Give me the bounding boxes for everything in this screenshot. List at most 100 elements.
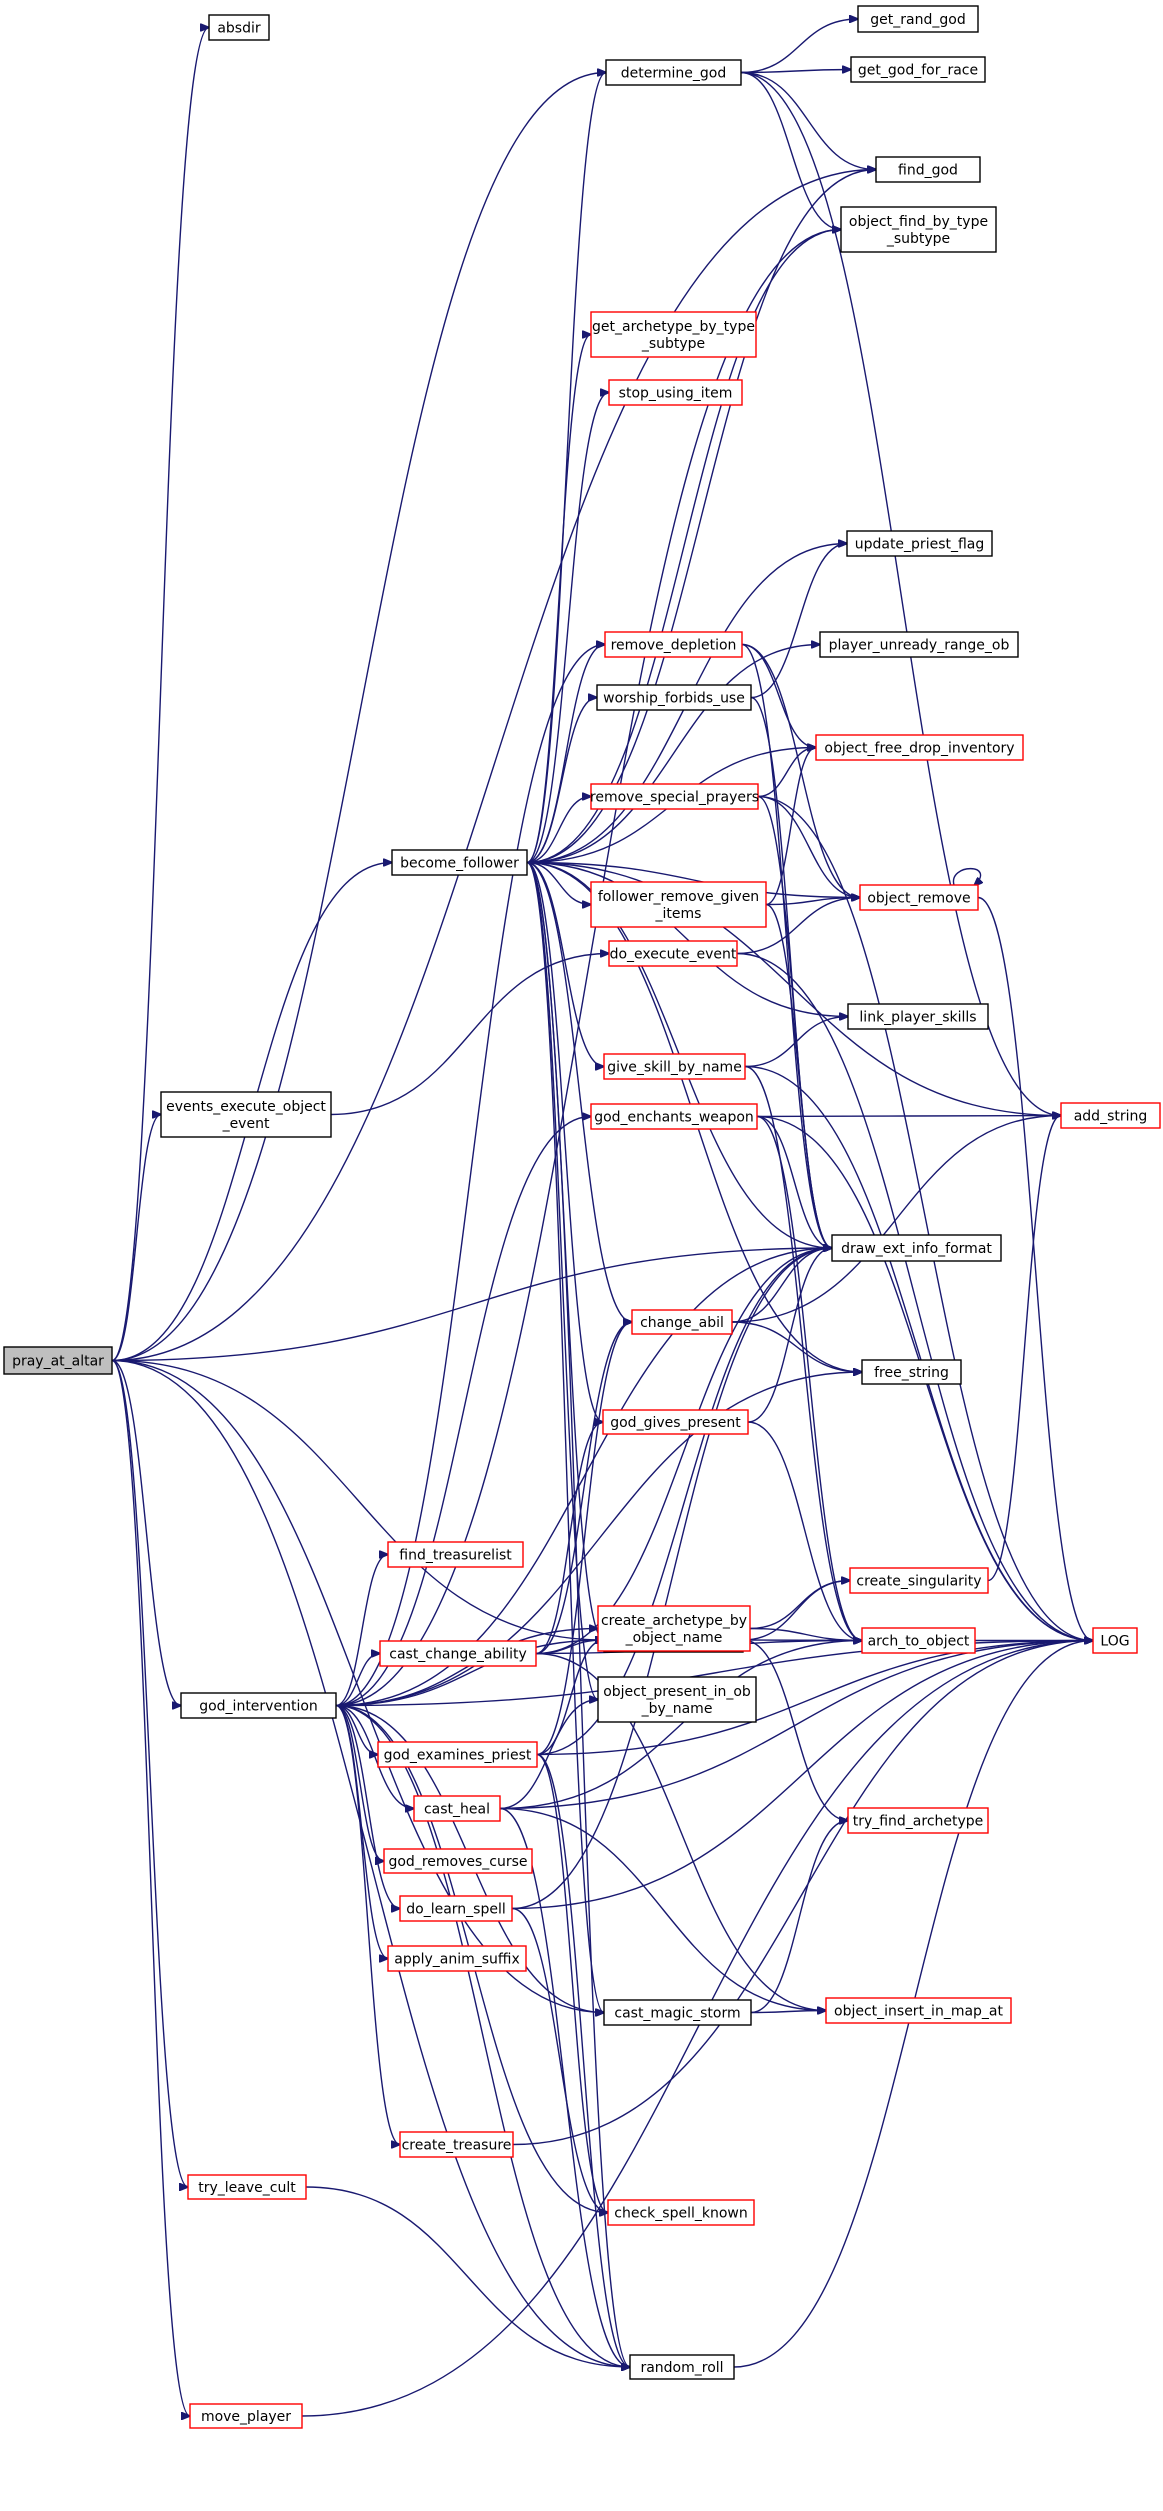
node-worship-forbids-use[interactable]: worship_forbids_use xyxy=(596,684,752,711)
node-label: update_priest_flag xyxy=(855,537,985,553)
node-box xyxy=(590,1103,758,1130)
node-determine-god[interactable]: determine_god xyxy=(605,59,742,86)
node-label: _by_name xyxy=(641,1701,713,1717)
node-random-roll[interactable]: random_roll xyxy=(629,2354,735,2380)
node-box xyxy=(189,2403,303,2429)
node-box xyxy=(847,1807,989,1834)
node-find-treasurelist[interactable]: find_treasurelist xyxy=(387,1541,524,1568)
node-link-player-skills[interactable]: link_player_skills xyxy=(847,1003,989,1030)
node-try-leave-cult[interactable]: try_leave_cult xyxy=(187,2174,307,2200)
edge-cast_change_ability-to-draw_ext_info_format xyxy=(535,1248,832,1655)
node-change-abil[interactable]: change_abil xyxy=(631,1309,733,1335)
node-free-string[interactable]: free_string xyxy=(861,1359,962,1385)
node-label: _subtype xyxy=(641,336,705,352)
edge-remove_special_prayers-to-LOG xyxy=(757,795,1093,1641)
node-pray-at-altar[interactable]: pray_at_altar xyxy=(3,1346,113,1375)
node-get-god-for-race[interactable]: get_god_for_race xyxy=(850,56,986,83)
node-god-removes-curse[interactable]: god_removes_curse xyxy=(383,1848,533,1874)
edge-become_follower-to-remove_special_prayers xyxy=(526,797,591,864)
edge-become_follower-to-cast_magic_storm xyxy=(526,861,604,2013)
edge-try_leave_cult-to-random_roll xyxy=(305,2186,630,2367)
node-object-insert-in-map-at[interactable]: object_insert_in_map_at xyxy=(825,1997,1012,2024)
edge-become_follower-to-object_find_by_type_subtype xyxy=(526,230,841,864)
node-add-string[interactable]: add_string xyxy=(1060,1102,1161,1129)
node-find-god[interactable]: find_god xyxy=(875,156,981,183)
node-label: give_skill_by_name xyxy=(607,1060,742,1076)
node-player-unready-range-ob[interactable]: player_unready_range_ob xyxy=(819,631,1019,658)
node-god-examines-priest[interactable]: god_examines_priest xyxy=(377,1741,538,1768)
node-label: stop_using_item xyxy=(619,386,733,402)
node-arch-to-object[interactable]: arch_to_object xyxy=(861,1627,976,1654)
node-LOG[interactable]: LOG xyxy=(1092,1627,1138,1654)
edge-cast_change_ability-to-god_gives_present xyxy=(535,1422,603,1655)
node-object-present-in-ob-by-name[interactable]: object_present_in_ob_by_name xyxy=(597,1676,757,1723)
edge-determine_god-to-object_find_by_type_subtype xyxy=(740,71,841,230)
edge-determine_god-to-get_rand_god xyxy=(740,19,858,74)
edge-determine_god-to-get_god_for_race xyxy=(740,70,851,73)
edge-become_follower-to-god_gives_present xyxy=(526,861,603,1423)
edge-become_follower-to-object_present_in_ob_by_name xyxy=(526,861,598,1700)
node-box xyxy=(413,1795,501,1822)
node-apply-anim-suffix[interactable]: apply_anim_suffix xyxy=(387,1945,527,1972)
edge-god_enchants_weapon-to-draw_ext_info_format xyxy=(756,1115,832,1249)
node-events-execute-object-event[interactable]: events_execute_object_event xyxy=(160,1091,332,1138)
node-label: object_remove xyxy=(867,891,970,907)
edge-god_examines_priest-to-LOG xyxy=(536,1641,1093,1756)
edge-pray_at_altar-to-move_player xyxy=(111,1359,190,2417)
node-object-free-drop-inventory[interactable]: object_free_drop_inventory xyxy=(815,734,1024,761)
node-stop-using-item[interactable]: stop_using_item xyxy=(608,379,743,406)
node-absdir[interactable]: absdir xyxy=(208,14,270,41)
node-remove-depletion[interactable]: remove_depletion xyxy=(604,631,743,658)
node-god-enchants-weapon[interactable]: god_enchants_weapon xyxy=(590,1103,758,1130)
node-label: create_treasure xyxy=(402,2138,512,2154)
node-get-rand-god[interactable]: get_rand_god xyxy=(857,5,979,33)
node-label: god_intervention xyxy=(199,1699,318,1715)
edge-cast_magic_storm-to-try_find_archetype xyxy=(750,1821,848,2014)
node-cast-magic-storm[interactable]: cast_magic_storm xyxy=(603,1999,752,2026)
node-label: _items xyxy=(655,906,702,922)
node-god-gives-present[interactable]: god_gives_present xyxy=(602,1409,749,1435)
node-label: draw_ext_info_format xyxy=(841,1241,992,1257)
node-follower-remove-given-items[interactable]: follower_remove_given_items xyxy=(590,881,767,928)
node-object-remove[interactable]: object_remove xyxy=(859,884,979,911)
edge-give_skill_by_name-to-LOG xyxy=(744,1065,1093,1641)
node-do-execute-event[interactable]: do_execute_event xyxy=(608,940,738,967)
edge-god_intervention-to-cast_heal xyxy=(335,1704,414,1809)
node-label: move_player xyxy=(201,2409,291,2425)
node-draw-ext-info-format[interactable]: draw_ext_info_format xyxy=(831,1234,1002,1262)
node-object-find-by-type-subtype[interactable]: object_find_by_type_subtype xyxy=(840,206,997,253)
node-remove-special-prayers[interactable]: remove_special_prayers xyxy=(590,783,759,810)
node-create-treasure[interactable]: create_treasure xyxy=(399,2131,514,2158)
node-give-skill-by-name[interactable]: give_skill_by_name xyxy=(603,1053,746,1080)
node-label: _object_name xyxy=(625,1630,723,1646)
node-label: remove_depletion xyxy=(611,638,737,654)
node-get-archetype-by-type-subtype[interactable]: get_archetype_by_type_subtype xyxy=(590,311,757,358)
node-check-spell-known[interactable]: check_spell_known xyxy=(607,2199,755,2226)
node-become-follower[interactable]: become_follower xyxy=(391,849,528,876)
edge-god_gives_present-to-draw_ext_info_format xyxy=(747,1248,832,1423)
node-cast-heal[interactable]: cast_heal xyxy=(413,1795,501,1822)
node-do-learn-spell[interactable]: do_learn_spell xyxy=(399,1895,513,1922)
node-label: get_archetype_by_type xyxy=(592,319,755,335)
node-create-archetype-by-object-name[interactable]: create_archetype_by_object_name xyxy=(597,1605,751,1652)
node-label: try_leave_cult xyxy=(198,2180,296,2196)
edge-cast_change_ability-to-object_insert_in_map_at xyxy=(535,1652,826,2011)
node-try-find-archetype[interactable]: try_find_archetype xyxy=(847,1807,989,1834)
node-box xyxy=(3,1346,113,1375)
edge-become_follower-to-determine_god xyxy=(526,73,606,864)
node-box xyxy=(857,5,979,33)
node-box xyxy=(846,530,993,557)
node-cast-change-ability[interactable]: cast_change_ability xyxy=(379,1640,537,1667)
edge-god_intervention-to-create_archetype xyxy=(335,1640,604,1707)
node-update-priest-flag[interactable]: update_priest_flag xyxy=(846,530,993,557)
node-box xyxy=(399,1895,513,1922)
node-move-player[interactable]: move_player xyxy=(189,2403,303,2429)
edge-pray_at_altar-to-random_roll xyxy=(111,1359,630,2368)
edge-god_enchants_weapon-to-add_string xyxy=(756,1116,1061,1117)
node-box xyxy=(387,1541,524,1568)
node-create-singularity[interactable]: create_singularity xyxy=(849,1567,989,1594)
edge-do_learn_spell-to-LOG xyxy=(511,1641,1093,1910)
edge-pray_at_altar-to-try_leave_cult xyxy=(111,1359,188,2188)
edge-pray_at_altar-to-absdir xyxy=(111,28,209,1362)
node-god-intervention[interactable]: god_intervention xyxy=(180,1692,337,1719)
